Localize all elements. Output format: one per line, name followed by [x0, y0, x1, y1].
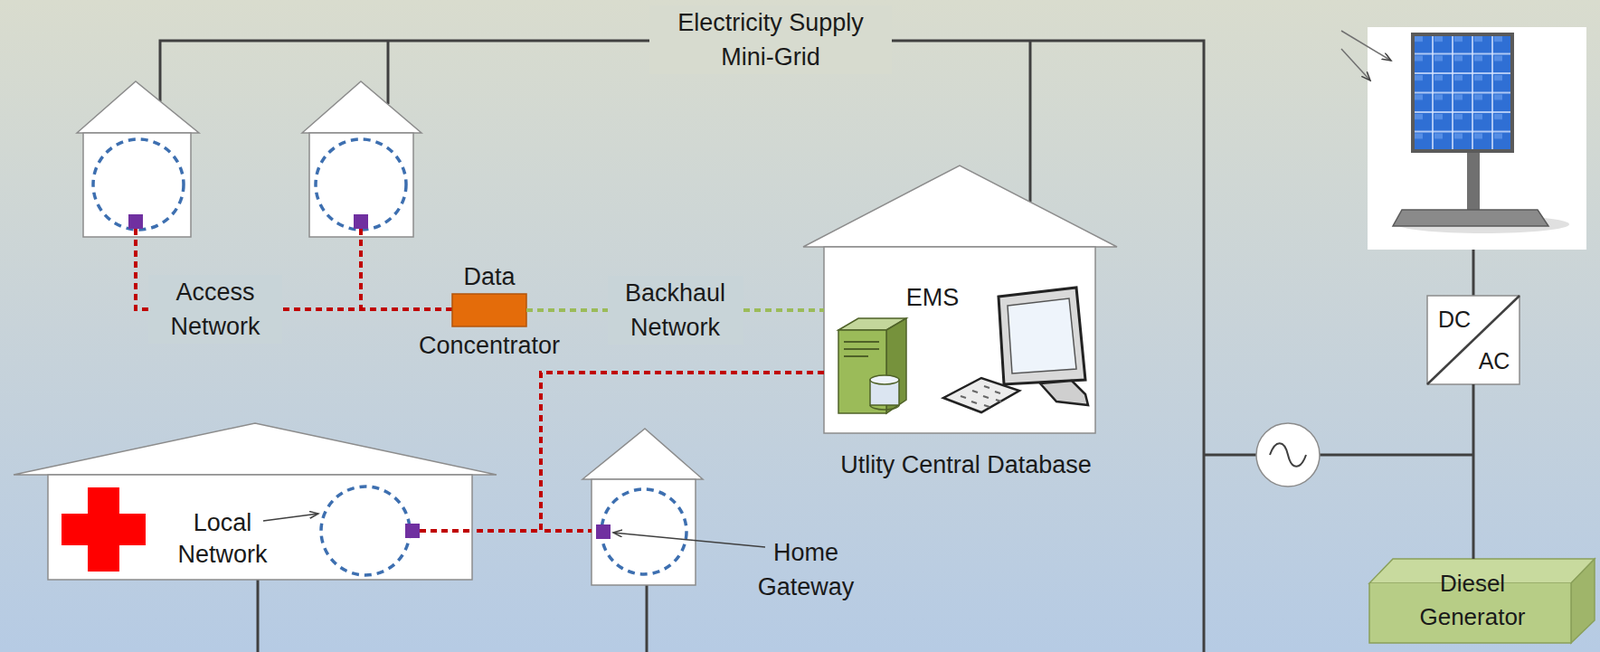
converter-box: [1427, 295, 1520, 385]
house-body: [309, 132, 414, 237]
sine-wave: [1269, 443, 1307, 467]
leader-line: [263, 513, 319, 521]
health-clinic: Local Network: [47, 474, 473, 580]
solar-cells: [1412, 34, 1513, 152]
database-top: [870, 375, 900, 385]
server-icon: [838, 318, 907, 414]
solar-ground: [1367, 27, 1587, 250]
buildings: [13, 81, 1118, 586]
node-text: DC: [1431, 306, 1477, 332]
monitor-screen: [1007, 298, 1077, 374]
gateways: [128, 214, 611, 540]
utility-building: EMSUtlity Central Database: [823, 246, 1096, 434]
diesel-generator: Diesel Generator: [1369, 558, 1595, 644]
workstation-icon: [943, 287, 1089, 413]
converter-diagonal: [1427, 295, 1520, 385]
access-network: [135, 228, 473, 531]
power-line: [1472, 384, 1476, 559]
wire: [256, 579, 260, 652]
node-text: Local Network: [159, 507, 286, 571]
keyboard: [943, 378, 1020, 413]
data-concentrator: DataConcentrator: [452, 293, 527, 327]
generator-side: [1571, 558, 1595, 644]
monitor-bezel: [998, 287, 1086, 385]
red-cross: [61, 487, 146, 572]
solar-pole: [1467, 151, 1480, 213]
home: Home Gateway: [591, 479, 696, 586]
keyboard-keys: [960, 386, 1002, 408]
access-link: [540, 372, 824, 531]
home-gateway: [128, 214, 143, 229]
node-text: Home Gateway: [738, 535, 874, 605]
solar-panel: [1341, 27, 1587, 250]
monitor-stand: [1040, 380, 1089, 406]
gateway-line: [419, 529, 473, 533]
wire: [1203, 454, 1474, 457]
node-text: EMS: [891, 280, 974, 315]
home-gateway: [353, 214, 369, 229]
server-slots: [843, 341, 880, 357]
local-network-ring: [601, 489, 687, 575]
leader-line: [613, 532, 766, 548]
home-gateway: [405, 523, 420, 539]
clinic-body: [47, 474, 473, 580]
local-network-ring: [315, 139, 407, 230]
network-label: Access Network: [148, 274, 283, 344]
database-bottom: [870, 405, 900, 410]
node-text: Data: [435, 259, 544, 294]
utility-roof: [803, 165, 1118, 247]
access-line: [359, 228, 363, 310]
wire: [645, 585, 649, 652]
local-networks: [93, 139, 687, 576]
ac-source-symbol: [1256, 423, 1320, 487]
edge-label: Backhaul Network: [607, 275, 744, 345]
node-text: Diesel Generator: [1386, 567, 1559, 635]
house-roof: [582, 428, 703, 480]
utility-body: [823, 246, 1096, 434]
clinic-roof: [13, 423, 497, 475]
house-body: [83, 132, 191, 237]
node-text: AC: [1471, 348, 1517, 374]
sun-ray: [1341, 48, 1371, 81]
house-roof: [76, 81, 199, 133]
wire: [1472, 249, 1476, 296]
concentrator-box: [452, 293, 527, 327]
grid-title: Electricity Supply Mini-Grid: [649, 5, 892, 75]
solar-base: [1392, 209, 1549, 227]
wire: [1029, 40, 1032, 202]
local-network-ring: [321, 486, 410, 576]
house-body: [591, 479, 696, 586]
diesel-generator-box: [1369, 558, 1595, 644]
house-roof: [302, 81, 422, 133]
node-text: Utlity Central Database: [794, 447, 1138, 483]
home-gateway: [596, 524, 611, 540]
dc-ac-converter: DC AC: [1427, 295, 1520, 385]
node-text: Concentrator: [389, 328, 589, 363]
wire: [387, 40, 390, 105]
local-network-ring: [93, 139, 184, 230]
access-link: [472, 372, 824, 531]
